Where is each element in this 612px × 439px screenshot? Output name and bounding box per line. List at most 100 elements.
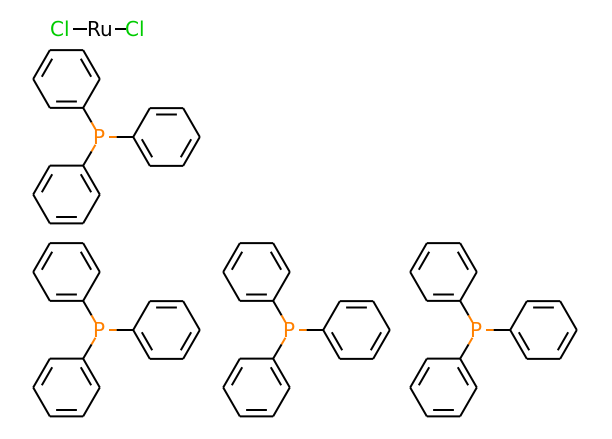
phosphorus-atom: P	[93, 125, 105, 149]
ring-double-bond	[140, 138, 154, 158]
p-c-bond-bottom	[467, 337, 474, 345]
ring-bond	[322, 300, 341, 331]
chlorine-atom-right: Cl	[125, 17, 145, 41]
phenyl-ring-right	[132, 300, 201, 360]
ring-double-bond	[79, 58, 93, 78]
ring-bond	[372, 329, 391, 360]
p-c-bond-bottom	[272, 343, 283, 360]
ring-double-bond	[369, 331, 383, 351]
ring-double-bond	[79, 173, 93, 193]
phenyl-ring-top	[222, 242, 291, 302]
p-c-bond-top	[459, 300, 470, 316]
ring-bond	[82, 165, 101, 195]
phenyl-ring-bottom	[409, 357, 478, 418]
chlorine-atom-left: Cl	[50, 17, 70, 41]
triphenylphosphine-2: P	[32, 242, 201, 418]
phenyl-ring-right	[132, 107, 201, 167]
ring-bond	[222, 358, 241, 389]
ring-bond	[509, 329, 528, 360]
ring-double-bond	[179, 331, 193, 351]
p-c-bond-bottom	[280, 337, 287, 345]
ruthenium-atom: Ru	[87, 17, 113, 41]
ring-bond	[82, 193, 101, 224]
phosphorus-atom: P	[93, 318, 105, 342]
phenyl-ring-right	[322, 300, 391, 360]
ring-double-bond	[179, 138, 193, 158]
ring-bond	[409, 271, 428, 302]
p-c-bond-top	[82, 107, 93, 123]
p-c-bond-top	[90, 314, 97, 323]
phosphorus-atom: P	[283, 318, 295, 342]
ring-bond	[272, 358, 291, 388]
ring-bond	[82, 242, 101, 273]
ring-double-bond	[330, 331, 344, 351]
ring-bond	[222, 242, 241, 273]
ring-double-bond	[556, 331, 570, 351]
ring-bond	[409, 358, 428, 388]
p-c-bond-bottom	[82, 150, 93, 167]
p-c-bond-bottom	[459, 343, 470, 360]
ring-double-bond	[417, 366, 431, 386]
ring-bond	[32, 271, 51, 302]
ring-bond	[82, 271, 101, 302]
phenyl-ring-bottom	[32, 164, 101, 225]
ring-bond	[182, 300, 201, 331]
ring-double-bond	[456, 366, 470, 386]
phenyl-ring-top	[409, 242, 478, 302]
ring-double-bond	[79, 251, 93, 271]
ring-bond	[222, 386, 241, 417]
p-c-bond-top	[90, 121, 97, 130]
p-c-bond-bottom	[82, 343, 93, 360]
ring-bond	[82, 387, 101, 417]
ring-bond	[559, 329, 578, 360]
triphenylphosphine-4: P	[409, 242, 578, 418]
ring-bond	[32, 78, 51, 109]
phenyl-ring-bottom	[32, 357, 101, 418]
ring-double-bond	[230, 366, 244, 386]
ring-bond	[32, 165, 51, 195]
phenyl-ring-bottom	[222, 357, 291, 418]
ring-double-bond	[517, 331, 531, 351]
ring-double-bond	[40, 251, 54, 271]
ring-bond	[132, 136, 151, 167]
rucl2-fragment: Cl Ru Cl	[50, 17, 145, 41]
ring-bond	[222, 271, 241, 302]
ring-bond	[559, 300, 578, 331]
triphenylphosphine-3: P	[222, 242, 391, 418]
ring-double-bond	[269, 251, 283, 271]
ring-double-bond	[230, 251, 244, 271]
ring-bond	[32, 242, 51, 273]
ring-bond	[372, 300, 391, 331]
ring-bond	[459, 242, 478, 273]
ring-bond	[132, 300, 151, 331]
ring-bond	[182, 107, 201, 138]
ring-bond	[32, 49, 51, 80]
p-c-bond-bottom	[90, 144, 97, 152]
ring-bond	[32, 358, 51, 388]
ring-bond	[82, 49, 101, 80]
ring-bond	[459, 271, 478, 302]
phenyl-ring-right	[509, 300, 578, 360]
ring-bond	[409, 387, 428, 417]
ring-double-bond	[79, 366, 93, 386]
ring-bond	[132, 329, 151, 360]
ring-bond	[459, 387, 478, 417]
ring-bond	[459, 358, 478, 388]
ring-double-bond	[417, 251, 431, 271]
ring-bond	[509, 300, 528, 331]
ring-bond	[32, 193, 51, 224]
ring-bond	[272, 271, 291, 302]
triphenylphosphine-1: P	[32, 49, 201, 225]
phenyl-ring-top	[32, 49, 101, 109]
ring-bond	[182, 136, 201, 167]
ring-bond	[32, 387, 51, 417]
ring-bond	[409, 242, 428, 273]
ring-bond	[132, 107, 151, 138]
ring-double-bond	[40, 366, 54, 386]
ring-bond	[272, 387, 291, 417]
phenyl-ring-top	[32, 242, 101, 302]
ring-bond	[82, 358, 101, 388]
ring-double-bond	[269, 366, 283, 386]
